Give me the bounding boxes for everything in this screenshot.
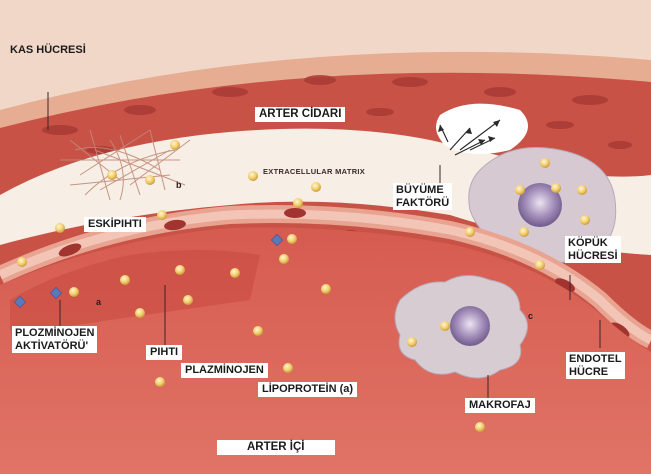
label-letter-c: c [528,311,533,321]
label-foam-cell-line2: HÜCRESİ [568,250,618,263]
label-endothelial-cell-line1: ENDOTEL [569,353,622,366]
label-letter-a: a [96,297,101,307]
label-artery-wall: ARTER CİDARI [255,107,345,122]
label-plasminogen-activator-line2: AKTİVATÖRÜ' [15,340,94,353]
label-foam-cell: KÖPÜK HÜCRESİ [565,236,621,263]
label-macrophage: MAKROFAJ [465,398,535,413]
label-foam-cell-line1: KÖPÜK [568,237,618,250]
label-letter-b: b [176,180,182,190]
label-endothelial-cell-line2: HÜCRE [569,366,622,379]
label-extracellular-matrix: EXTRACELLULAR MATRIX [263,168,365,177]
label-clot: PIHTI [146,345,182,360]
label-plasminogen-activator-line1: PLOZMİNOJEN [15,327,94,340]
label-artery-lumen: ARTER İÇİ [217,440,335,455]
label-plasminogen-activator: PLOZMİNOJEN AKTİVATÖRÜ' [12,326,97,353]
label-growth-factor-line2: FAKTÖRÜ [396,197,449,210]
label-lipoprotein: LİPOPROTEİN (a) [258,382,357,397]
label-growth-factor-line1: BÜYÜME [396,184,449,197]
label-endothelial-cell: ENDOTEL HÜCRE [566,352,625,379]
macrophage-nucleus [450,306,490,346]
label-growth-factor: BÜYÜME FAKTÖRÜ [393,183,452,210]
label-old-clot: ESKİPIHTI [84,217,146,232]
label-plasminogen: PLAZMİNOJEN [181,363,268,378]
label-muscle-cell: KAS HÜCRESİ [10,44,86,57]
